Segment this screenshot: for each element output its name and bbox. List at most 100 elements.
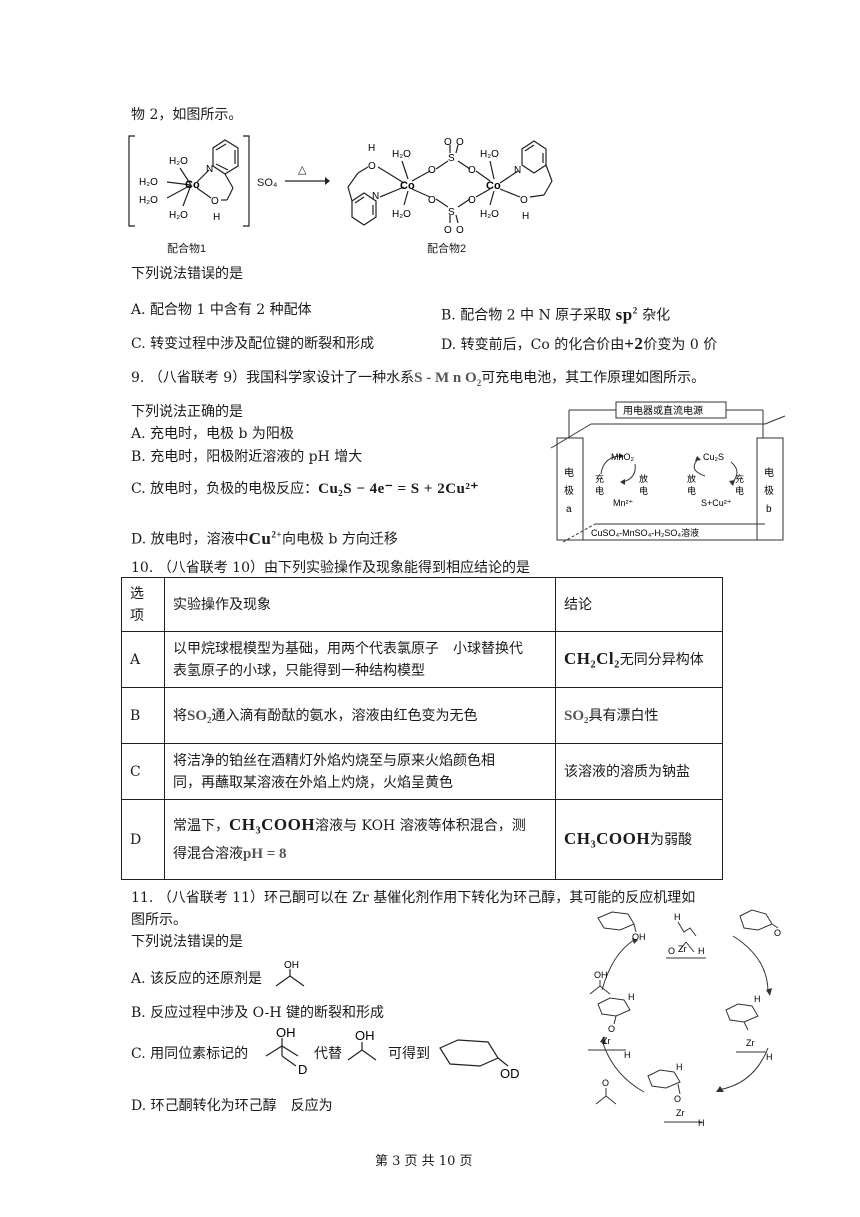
electrode-a-3: a [566,504,572,515]
c2-o-right: O [520,195,528,206]
q11-option-d: D. 环己酮转化为环己醇 反应为 [131,1098,333,1114]
q8-option-c: C. 转变过程中涉及配位键的断裂和形成 [131,336,375,352]
solution-label: CuSO₄-MnSO₄-H₂SO₄溶液 [591,527,699,538]
c2-o-top1: O [444,137,452,148]
header-conclusion: 结论 [555,577,723,632]
complex-2-structure: H O N H₂O Co H₂O O O S S O O O O O O H₂O… [347,137,553,236]
q11-title-line1: 11. （八省联考 11）环己酮可以在 Zr 基催化剂作用下转化为环己醇，其可能… [131,890,696,906]
q8-stem: 下列说法错误的是 [131,266,243,282]
cyc-zr-1: Zr [678,944,687,954]
c2-h2o-2: H₂O [392,209,411,220]
q9-option-b: B. 充电时，阳极附近溶液的 pH 增大 [131,449,363,465]
q11-option-a: A. 该反应的还原剂是 [131,971,263,987]
power-label: 用电器或直流电源 [623,404,703,417]
q11-option-b: B. 反应过程中涉及 O-H 键的断裂和形成 [131,1005,385,1021]
cu2s-label: Cu₂S [703,452,724,462]
c1-h2o-left2: H₂O [139,195,158,206]
c2-co-right: Co [486,180,501,192]
q8-option-d-formula: +2 [624,334,644,353]
row-d-option: D [121,799,165,880]
c2-h-left: H [368,143,375,154]
q8-option-d: D. 转变前后，Co 的化合价由+2价变为 0 价 [441,335,717,354]
c1-h: H [213,212,220,223]
q9-option-a: A. 充电时，电极 b 为阳极 [131,426,294,442]
q11-option-c-mid: 代替 [314,1046,342,1062]
q9-option-d: D. 放电时，溶液中Cu2+向电极 b 方向迁移 [131,528,398,548]
cyc-h-1: H [674,912,681,922]
c1-o: O [211,196,219,207]
c1-h2o-left: H₂O [139,177,158,188]
q11-stem: 下列说法错误的是 [131,934,243,950]
catalytic-cycle-diagram: OH OH H Zr O H O H Zr H H Zr H O H Zr H … [588,909,781,1128]
c2-o-4: O [468,195,476,206]
complex-2-label: 配合物2 [427,243,467,255]
q11-title-line2: 图所示。 [131,912,187,928]
q9-title-formula: S - M n O2 [414,370,482,388]
c2-h2o-4: H₂O [480,209,499,220]
cyc-h-4: H [766,1052,773,1062]
cyc-h-3: H [754,994,761,1004]
cyc-o-1: O [668,946,675,956]
c2-s-bottom: S [448,207,455,218]
c-d: D [298,1062,307,1077]
intro-line: 物 2，如图所示。 [131,107,243,123]
left-discharge-2: 电 [639,485,648,496]
cyc-o-ketone: O [774,928,781,938]
c2-n-right: N [514,165,521,176]
c2-n-left: N [372,191,379,202]
cyc-h-8: H [698,1118,705,1128]
left-charge-2: 电 [595,485,604,496]
q8-option-b: B. 配合物 2 中 N 原子采取 sp2 杂化 [441,301,670,325]
mn2-label: Mn²⁺ [613,498,633,508]
cyc-zr-3: Zr [602,1036,611,1046]
electrode-b-1: 电 [764,466,774,479]
cyc-o-2: O [608,1024,615,1034]
q9-option-c-formula: Cu₂S − 4e⁻ = S + 2Cu²⁺ [318,481,479,497]
c-oh: OH [276,1025,296,1040]
right-charge-1: 充 [735,473,744,484]
q9-option-d-formula: Cu2+ [248,528,283,548]
row-b-conclusion: SO₂具有漂白性 [555,687,723,744]
c2-o-bot1: O [444,225,452,236]
electrode-b-2: 极 [764,484,774,497]
cyc-h-5: H [628,992,635,1002]
c2-o-2: O [428,195,436,206]
q8-option-b-formula: sp2 [615,304,638,324]
q9-option-c: C. 放电时，负极的电极反应：Cu₂S − 4e⁻ = S + 2Cu²⁺ [131,481,479,497]
c-od: OD [500,1066,520,1081]
c2-co-left: Co [400,180,415,192]
left-discharge-1: 放 [639,473,648,484]
table-row: B 将SO₂通入滴有酚酞的氨水，溶液由红色变为无色 SO₂具有漂白性 [121,687,723,744]
q8-option-b-pre: B. 配合物 2 中 N 原子采取 [441,307,612,324]
row-a-conclusion: CH₂Cl₂无同分异构体 [555,631,723,688]
c1-h2o-bottom: H₂O [169,210,188,221]
row-a-operation: 以甲烷球棍模型为基础，用两个代表氯原子 小球替换代表氢原子的小球，只能得到一种结… [164,631,556,688]
cyc-oh-2: OH [594,970,608,980]
deuterated-isopropanol: OH D [265,1025,307,1077]
cyc-h-2: H [698,946,705,956]
mno2-label: MnO₂ [611,452,635,462]
row-b-operation: 将SO₂通入滴有酚酞的氨水，溶液由红色变为无色 [164,687,556,744]
c2-h2o-1: H₂O [392,149,411,160]
electrode-b-3: b [766,504,772,515]
c2-o-bot2: O [456,225,464,236]
experiment-table: 选项 实验操作及现象 结论 A 以甲烷球棍模型为基础，用两个代表氯原子 小球替换… [121,577,723,880]
row-c-conclusion: 该溶液的溶质为钠盐 [555,743,723,800]
heat-symbol: △ [298,164,307,176]
a-oh: OH [284,960,299,971]
row-c-option: C [121,743,165,800]
deuterated-cyclohexanol: OD [439,1039,520,1081]
complex-1-structure: H₂O H₂O H₂O H₂O Co N O H [128,135,250,227]
right-charge-2: 电 [735,485,744,496]
row-a-option: A [121,631,165,688]
electrode-a-1: 电 [564,466,574,479]
c2-o-top2: O [456,137,464,148]
header-option: 选项 [121,577,165,632]
q8-option-a: A. 配合物 1 中含有 2 种配体 [131,302,312,318]
right-discharge-2: 电 [687,485,696,496]
cyc-o-3: O [674,1094,681,1104]
q8-option-b-post: 杂化 [642,307,671,324]
cyc-oh-1: OH [632,932,646,942]
table-row: D 常温下，CH₃COOH溶液与 KOH 溶液等体积混合，测得混合溶液pH = … [121,799,723,880]
q11-option-c-post: 可得到 [388,1046,430,1062]
